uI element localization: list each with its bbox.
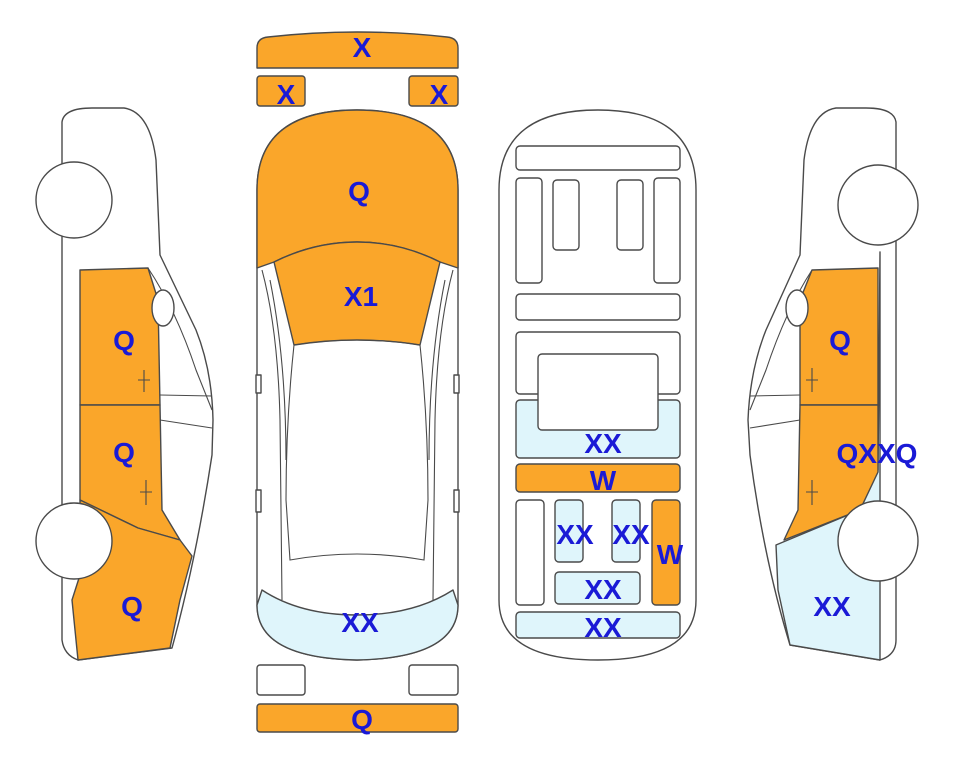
underbody-view [498, 109, 697, 661]
floor-crossmember [515, 463, 681, 493]
right-front-mirror-top [453, 374, 460, 394]
floor-rail [651, 499, 681, 606]
floor-front-bar [515, 145, 681, 171]
front-bumper [256, 31, 459, 69]
label-left-front-door: Q [113, 325, 135, 356]
right-headlight [408, 75, 459, 107]
label-left-rear-door: Q [113, 437, 135, 468]
damage-labels: X X X Q X1 XX Q Q Q Q XX W XX XX W XX XX… [113, 32, 917, 735]
right-rear-mirror-top [453, 489, 460, 513]
label-floor-left: XX [556, 519, 594, 550]
left-window-line [147, 267, 213, 411]
rear-bumper [256, 703, 459, 733]
right-side-line [432, 269, 454, 601]
floor-mid-bar [515, 293, 681, 321]
floor-right [611, 499, 641, 563]
label-right-rear-door: QXXQ [837, 438, 918, 469]
label-rear-glass: XX [341, 607, 379, 638]
floor-left-rail [515, 499, 545, 606]
floor-left [554, 499, 584, 563]
left-front-mirror-top [255, 374, 262, 394]
left-side-view [35, 107, 214, 661]
label-right-rear-fender: XX [813, 591, 851, 622]
label-floor-rear-upper: XX [584, 574, 622, 605]
left-mirror [151, 289, 175, 327]
right-rear-handle-icon [806, 480, 818, 505]
left-headlight [256, 75, 306, 107]
label-right-headlight: X [430, 79, 449, 110]
label-roof: X1 [344, 281, 378, 312]
right-pillar-line [749, 394, 801, 397]
left-rear-handle-icon [140, 480, 152, 505]
left-rear-wheel [35, 502, 113, 580]
label-floor-right: XX [612, 519, 650, 550]
floor-right-outer [653, 177, 681, 284]
floor-rear-lower [515, 611, 681, 639]
label-rear-bumper: Q [351, 704, 373, 735]
label-hood: Q [348, 176, 370, 207]
right-front-handle-icon [806, 368, 818, 392]
floor-right-inner [616, 179, 644, 251]
label-floor-rail: W [657, 539, 684, 570]
label-floor-rear-lower: XX [584, 612, 622, 643]
label-front-bumper: X [353, 32, 372, 63]
right-pillar-line-2 [749, 419, 801, 429]
left-pillar-line-2 [159, 419, 213, 429]
top-view [255, 31, 460, 733]
left-side-line [261, 269, 283, 601]
label-right-front-door: Q [829, 325, 851, 356]
left-front-wheel [35, 161, 113, 239]
left-body-line [269, 279, 287, 461]
label-left-headlight: X [277, 79, 296, 110]
left-rear-mirror-top [255, 489, 262, 513]
left-front-door [79, 267, 161, 406]
left-front-handle-icon [138, 370, 150, 392]
label-left-rear-fender: Q [121, 591, 143, 622]
floor-left-outer [515, 177, 543, 284]
rear-glass [256, 589, 459, 661]
right-front-wheel [837, 164, 919, 246]
cabin-outline [285, 339, 429, 561]
left-pillar-line [159, 394, 213, 397]
label-floor-center: XX [584, 428, 622, 459]
label-floor-crossmember: W [590, 465, 617, 496]
right-window-line [749, 269, 813, 411]
right-side-view [747, 107, 919, 661]
floor-left-inner [552, 179, 580, 251]
right-taillight [408, 664, 459, 696]
left-taillight [256, 664, 306, 696]
floor-rear-upper [554, 571, 641, 605]
right-mirror [785, 289, 809, 327]
right-body-line [428, 279, 446, 461]
right-rear-wheel [837, 500, 919, 582]
floor-tunnel [537, 353, 659, 431]
